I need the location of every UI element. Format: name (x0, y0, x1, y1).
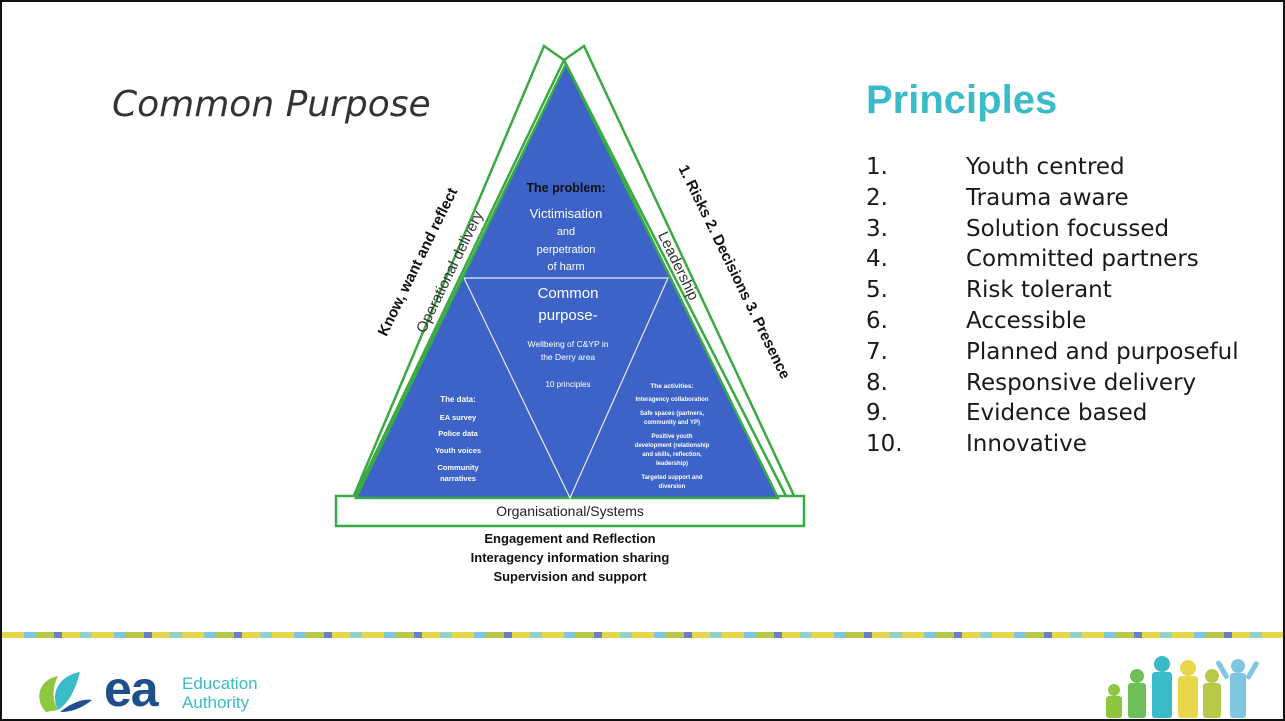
bottom-band-label: Organisational/Systems (496, 503, 644, 519)
activities-item: community and YP) (644, 420, 700, 426)
principle-number: 9. (866, 400, 888, 427)
principle-item: 10. Innovative (866, 429, 1239, 460)
slide-title: Common Purpose (112, 84, 431, 125)
child-figure (1128, 669, 1146, 718)
logo-line: Education (182, 674, 258, 693)
principle-text: Accessible (966, 307, 1087, 334)
children-silhouettes-icon (1106, 656, 1259, 718)
activities-item: Targeted support and (641, 475, 703, 481)
activities-item: Safe spaces (partners, (640, 411, 704, 417)
activities-item: Positive youth (651, 434, 692, 440)
activities-heading: The activities: (650, 383, 693, 390)
child-figure (1106, 684, 1122, 718)
data-item: EA survey (440, 413, 477, 422)
logo-line: Authority (182, 693, 250, 712)
problem-line: and (557, 226, 575, 238)
principle-text: Planned and purposeful (966, 338, 1239, 365)
activities-item: development (relationship (635, 443, 710, 449)
principle-number: 5. (866, 277, 888, 304)
child-figure (1178, 660, 1198, 718)
data-item: Community (437, 463, 479, 472)
principle-number: 6. (866, 307, 888, 334)
principles-note: 10 principles (546, 380, 591, 389)
activities-item: and skills, reflection, (642, 452, 702, 458)
principle-number: 10. (866, 431, 903, 458)
problem-heading: The problem: (526, 181, 605, 195)
bottom-frame-band (334, 494, 806, 528)
decorative-stripe (2, 632, 1283, 638)
common-purpose-line: Common (538, 285, 599, 302)
principle-text: Solution focussed (966, 215, 1170, 242)
child-figure (1203, 669, 1221, 718)
bottom-line: Engagement and Reflection (484, 531, 655, 546)
principle-text: Trauma aware (966, 184, 1129, 211)
inverted-triangle-lines (463, 277, 669, 500)
principle-text: Responsive delivery (966, 369, 1197, 396)
principle-text: Innovative (966, 431, 1087, 458)
principle-item: 2. Trauma aware (866, 183, 1239, 214)
main-triangle (354, 61, 781, 500)
education-authority-logo: ea Education Authority (36, 661, 296, 717)
principles-heading: Principles (866, 78, 1058, 122)
principle-item: 5. Risk tolerant (866, 275, 1239, 306)
principle-item: 9. Evidence based (866, 398, 1239, 429)
data-item: Police data (438, 429, 478, 438)
child-figure (1216, 659, 1259, 718)
activities-item: Interagency collaboration (635, 397, 708, 403)
principle-item: 6. Accessible (866, 306, 1239, 337)
principle-item: 4. Committed partners (866, 244, 1239, 275)
data-item: Youth voices (435, 446, 481, 455)
bottom-line: Supervision and support (493, 569, 647, 584)
problem-line: of harm (547, 261, 584, 273)
principle-number: 7. (866, 338, 888, 365)
activities-item: leadership) (656, 461, 688, 467)
principle-item: 7. Planned and purposeful (866, 337, 1239, 368)
principle-item: 3. Solution focussed (866, 214, 1239, 245)
principle-item: 1. Youth centred (866, 152, 1239, 183)
principles-list: 1. Youth centred 2. Trauma aware 3. Solutio… (866, 152, 1239, 460)
common-purpose-line: purpose- (538, 307, 597, 324)
logo-ea-text: ea (104, 661, 159, 717)
principle-text: Risk tolerant (966, 277, 1112, 304)
principle-number: 3. (866, 215, 888, 242)
principle-text: Youth centred (966, 154, 1125, 180)
principle-number: 1. (866, 154, 888, 180)
problem-line: Victimisation (530, 206, 603, 221)
principle-number: 8. (866, 369, 888, 396)
child-figure (1152, 656, 1172, 718)
logo-name-text: Education Authority (182, 674, 258, 712)
activities-item: diversion (659, 484, 686, 490)
principle-item: 8. Responsive delivery (866, 368, 1239, 399)
common-purpose-sub: the Derry area (541, 352, 596, 362)
leaf-icon (39, 672, 92, 712)
principle-number: 2. (866, 184, 888, 211)
bottom-line: Interagency information sharing (471, 550, 670, 565)
common-purpose-sub: Wellbeing of C&YP in (528, 339, 609, 349)
data-heading: The data: (440, 395, 476, 404)
problem-line: perpetration (537, 244, 596, 256)
principle-text: Evidence based (966, 400, 1148, 427)
principle-text: Committed partners (966, 246, 1199, 273)
principle-number: 4. (866, 246, 888, 273)
data-item: narratives (440, 474, 476, 483)
